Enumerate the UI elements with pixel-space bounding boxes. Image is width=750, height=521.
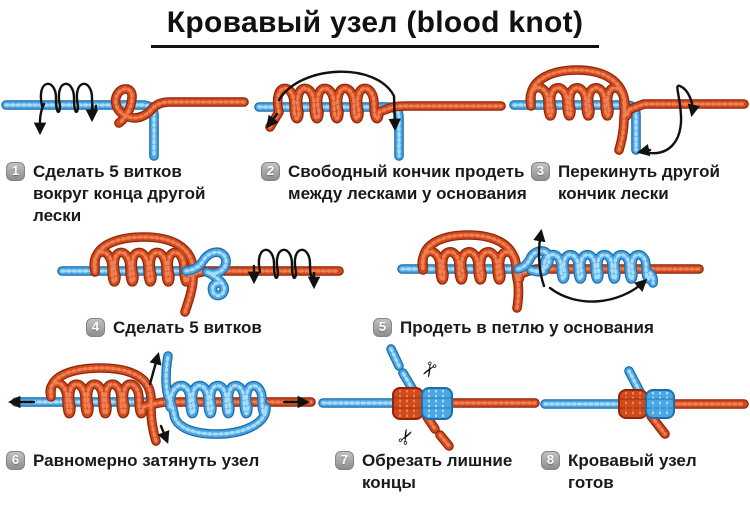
pass-under-arc-arrow [548, 278, 648, 303]
step-6-illustration [7, 351, 316, 446]
red-coils-rope [45, 363, 316, 446]
pass-over-arc-arrow [277, 70, 401, 132]
red-coils-rope [417, 230, 704, 313]
step-7-illustration: ✂ ✂ [318, 344, 540, 451]
step-4-badge: 4 [86, 318, 105, 337]
blue-loop-rope [181, 247, 231, 301]
step-2-illustration [254, 70, 506, 161]
rope-stroke [438, 433, 451, 448]
step-3-label: Перекинуть другой кончик лески [558, 162, 720, 204]
step-6-caption: 6 Равномерно затянуть узел [6, 450, 306, 472]
blue-knot-block [421, 387, 453, 420]
step-8-label: Кровавый узел готов [568, 451, 697, 493]
step-1-label: Сделать 5 витков вокруг конца другой лес… [33, 162, 206, 226]
flip-over-arrow [641, 84, 700, 155]
step-5-caption: 5 Продеть в петлю у основания [373, 317, 683, 339]
tag-end-arrow [266, 112, 279, 129]
step-5-badge: 5 [373, 318, 392, 337]
rope-stroke [516, 249, 655, 285]
step-3-illustration [509, 65, 749, 157]
page-title: Кровавый узел (blood knot) [0, 6, 750, 48]
rope-stroke [114, 87, 246, 125]
step-5-label: Продеть в петлю у основания [400, 318, 654, 337]
red-tag-end-tip [435, 430, 454, 451]
knot-texture [423, 397, 451, 409]
step-8-caption: 8 Кровавый узел готов [541, 450, 746, 494]
rope-stroke [48, 366, 313, 443]
step-3-caption: 3 Перекинуть другой кончик лески [531, 161, 743, 205]
step-4-label: Сделать 5 витков [113, 318, 262, 337]
rope-stroke [627, 369, 642, 394]
step-7-caption: 7 Обрезать лишние концы [335, 450, 525, 494]
rope-stroke [268, 86, 503, 129]
blue-stub [624, 366, 645, 397]
red-coils-rope [525, 65, 749, 155]
pull-up-arrow [148, 351, 162, 386]
rope-stroke [389, 347, 401, 368]
tag-end-arrow [636, 144, 652, 157]
scissors-icon: ✂ [414, 356, 441, 382]
wind-coil-arrow [257, 248, 321, 290]
step-2-caption: 2 Свободный кончик продеть между лесками… [261, 161, 533, 205]
step-8-badge: 8 [541, 451, 560, 470]
step-2-badge: 2 [261, 162, 280, 181]
step-1-caption: 1 Сделать 5 витков вокруг конца другой л… [6, 161, 241, 227]
rope-stroke [92, 235, 341, 314]
rope-stroke [184, 250, 228, 298]
through-loop-arrow [533, 228, 546, 288]
pull-down-arrow [157, 424, 170, 444]
wind-direction-arrow [33, 102, 47, 136]
scissors-icon: ✂ [393, 425, 420, 450]
blue-coils-rope [161, 351, 271, 439]
rope-stroke [164, 354, 268, 436]
rope-stroke [420, 233, 701, 310]
rope-stroke [528, 68, 746, 152]
red-line-rope [110, 84, 249, 128]
step-1-badge: 1 [6, 162, 25, 181]
step-3-badge: 3 [531, 162, 550, 181]
step-2-label: Свободный кончик продеть между лесками у… [288, 162, 527, 204]
blue-loop-and-coils-rope [513, 246, 658, 288]
knot-texture [620, 398, 646, 409]
wind-coil-arrow [39, 82, 98, 113]
red-coils-rope [265, 83, 506, 132]
step-6-label: Равномерно затянуть узел [33, 451, 260, 470]
knot-texture [647, 398, 673, 409]
knot-texture [652, 392, 668, 416]
knot-texture [625, 392, 641, 416]
red-coils-rope [89, 232, 344, 317]
step-7-label: Обрезать лишние концы [362, 451, 513, 493]
blue-tag-end-tip [386, 344, 404, 371]
step-7-badge: 7 [335, 451, 354, 470]
knot-texture [394, 397, 422, 409]
step-5-illustration [397, 228, 704, 313]
red-knot-block [392, 387, 424, 420]
step-6-badge: 6 [6, 451, 25, 470]
step-4-caption: 4 Сделать 5 витков [86, 317, 326, 339]
step-4-illustration [57, 232, 344, 317]
step-8-illustration [540, 366, 749, 439]
step-1-illustration [1, 82, 249, 161]
